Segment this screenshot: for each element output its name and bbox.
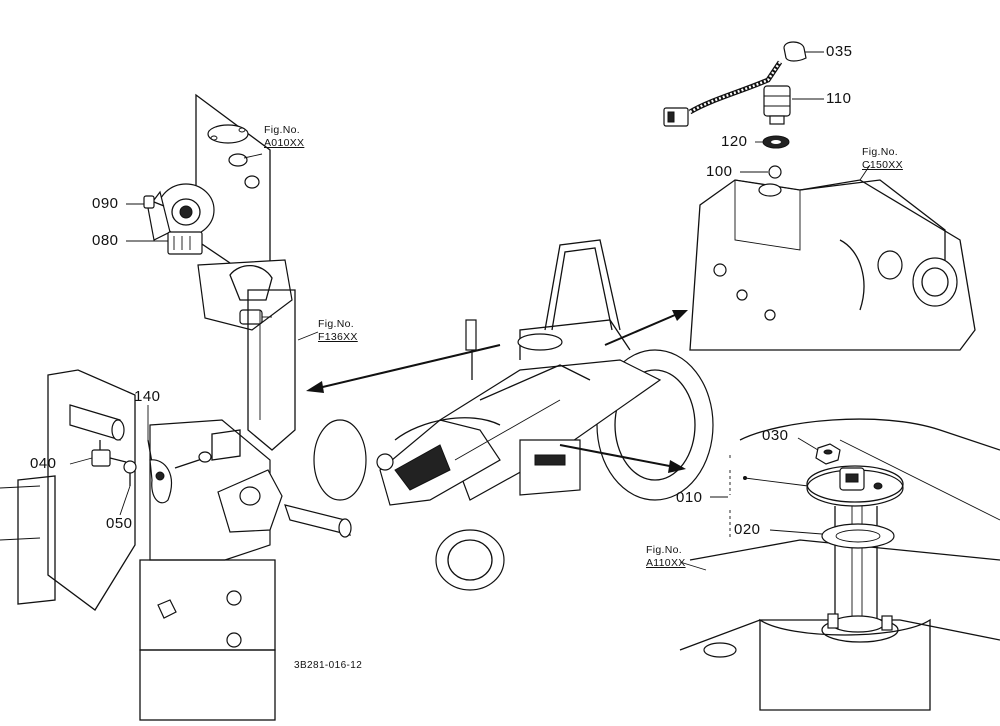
figure-ref-a010[interactable]: Fig.No. A010XX: [264, 124, 304, 150]
callout-080[interactable]: 080: [92, 232, 119, 249]
lever-140: [147, 439, 212, 504]
tank-a110: [679, 418, 1000, 711]
callout-010[interactable]: 010: [676, 489, 703, 506]
cable-harness: [663, 60, 783, 127]
fuel-gauge-010: [806, 465, 904, 633]
figure-ref-label: Fig.No.: [862, 146, 898, 158]
callout-110[interactable]: 110: [826, 90, 852, 107]
gasket-020: [821, 523, 895, 549]
switch-040: [91, 440, 127, 467]
plate-a010: [207, 124, 260, 189]
upper-bracket-assembly: [195, 93, 296, 451]
callout-040[interactable]: 040: [30, 455, 57, 472]
callout-020[interactable]: 020: [734, 521, 761, 538]
figure-ref-label: Fig.No.: [318, 318, 354, 330]
housing-c150: [689, 179, 976, 351]
figure-ref-code: C150XX: [862, 159, 903, 171]
ball-100: [768, 165, 782, 179]
bolt-090: [143, 195, 165, 209]
callout-100[interactable]: 100: [706, 163, 733, 180]
tractor-illustration: [313, 239, 714, 591]
callout-090[interactable]: 090: [92, 195, 119, 212]
callout-140[interactable]: 140: [134, 388, 161, 405]
figure-ref-label: Fig.No.: [646, 544, 682, 556]
lower-bracket-assembly: [0, 369, 352, 721]
screw-050: [123, 460, 137, 486]
figure-ref-f136[interactable]: Fig.No. F136XX: [318, 318, 358, 344]
figure-ref-c150[interactable]: Fig.No. C150XX: [862, 146, 903, 172]
figure-ref-label: Fig.No.: [264, 124, 300, 136]
cap-035: [783, 41, 807, 62]
callout-030[interactable]: 030: [762, 427, 789, 444]
figure-ref-code: F136XX: [318, 331, 358, 343]
washer-120: [762, 135, 790, 149]
direction-arrows: [306, 310, 688, 473]
sensor-110: [763, 85, 791, 125]
callout-035[interactable]: 035: [826, 43, 853, 60]
figure-ref-code: A110XX: [646, 557, 686, 569]
sensor-080: [147, 183, 215, 255]
callout-120[interactable]: 120: [721, 133, 748, 150]
figure-ref-code: A010XX: [264, 137, 305, 149]
callout-050[interactable]: 050: [106, 515, 133, 532]
callout-leaders: [69, 51, 871, 571]
nut-030: [815, 443, 841, 465]
figure-ref-a110[interactable]: Fig.No. A110XX: [646, 544, 686, 570]
document-id: 3B281-016-12: [294, 660, 363, 671]
